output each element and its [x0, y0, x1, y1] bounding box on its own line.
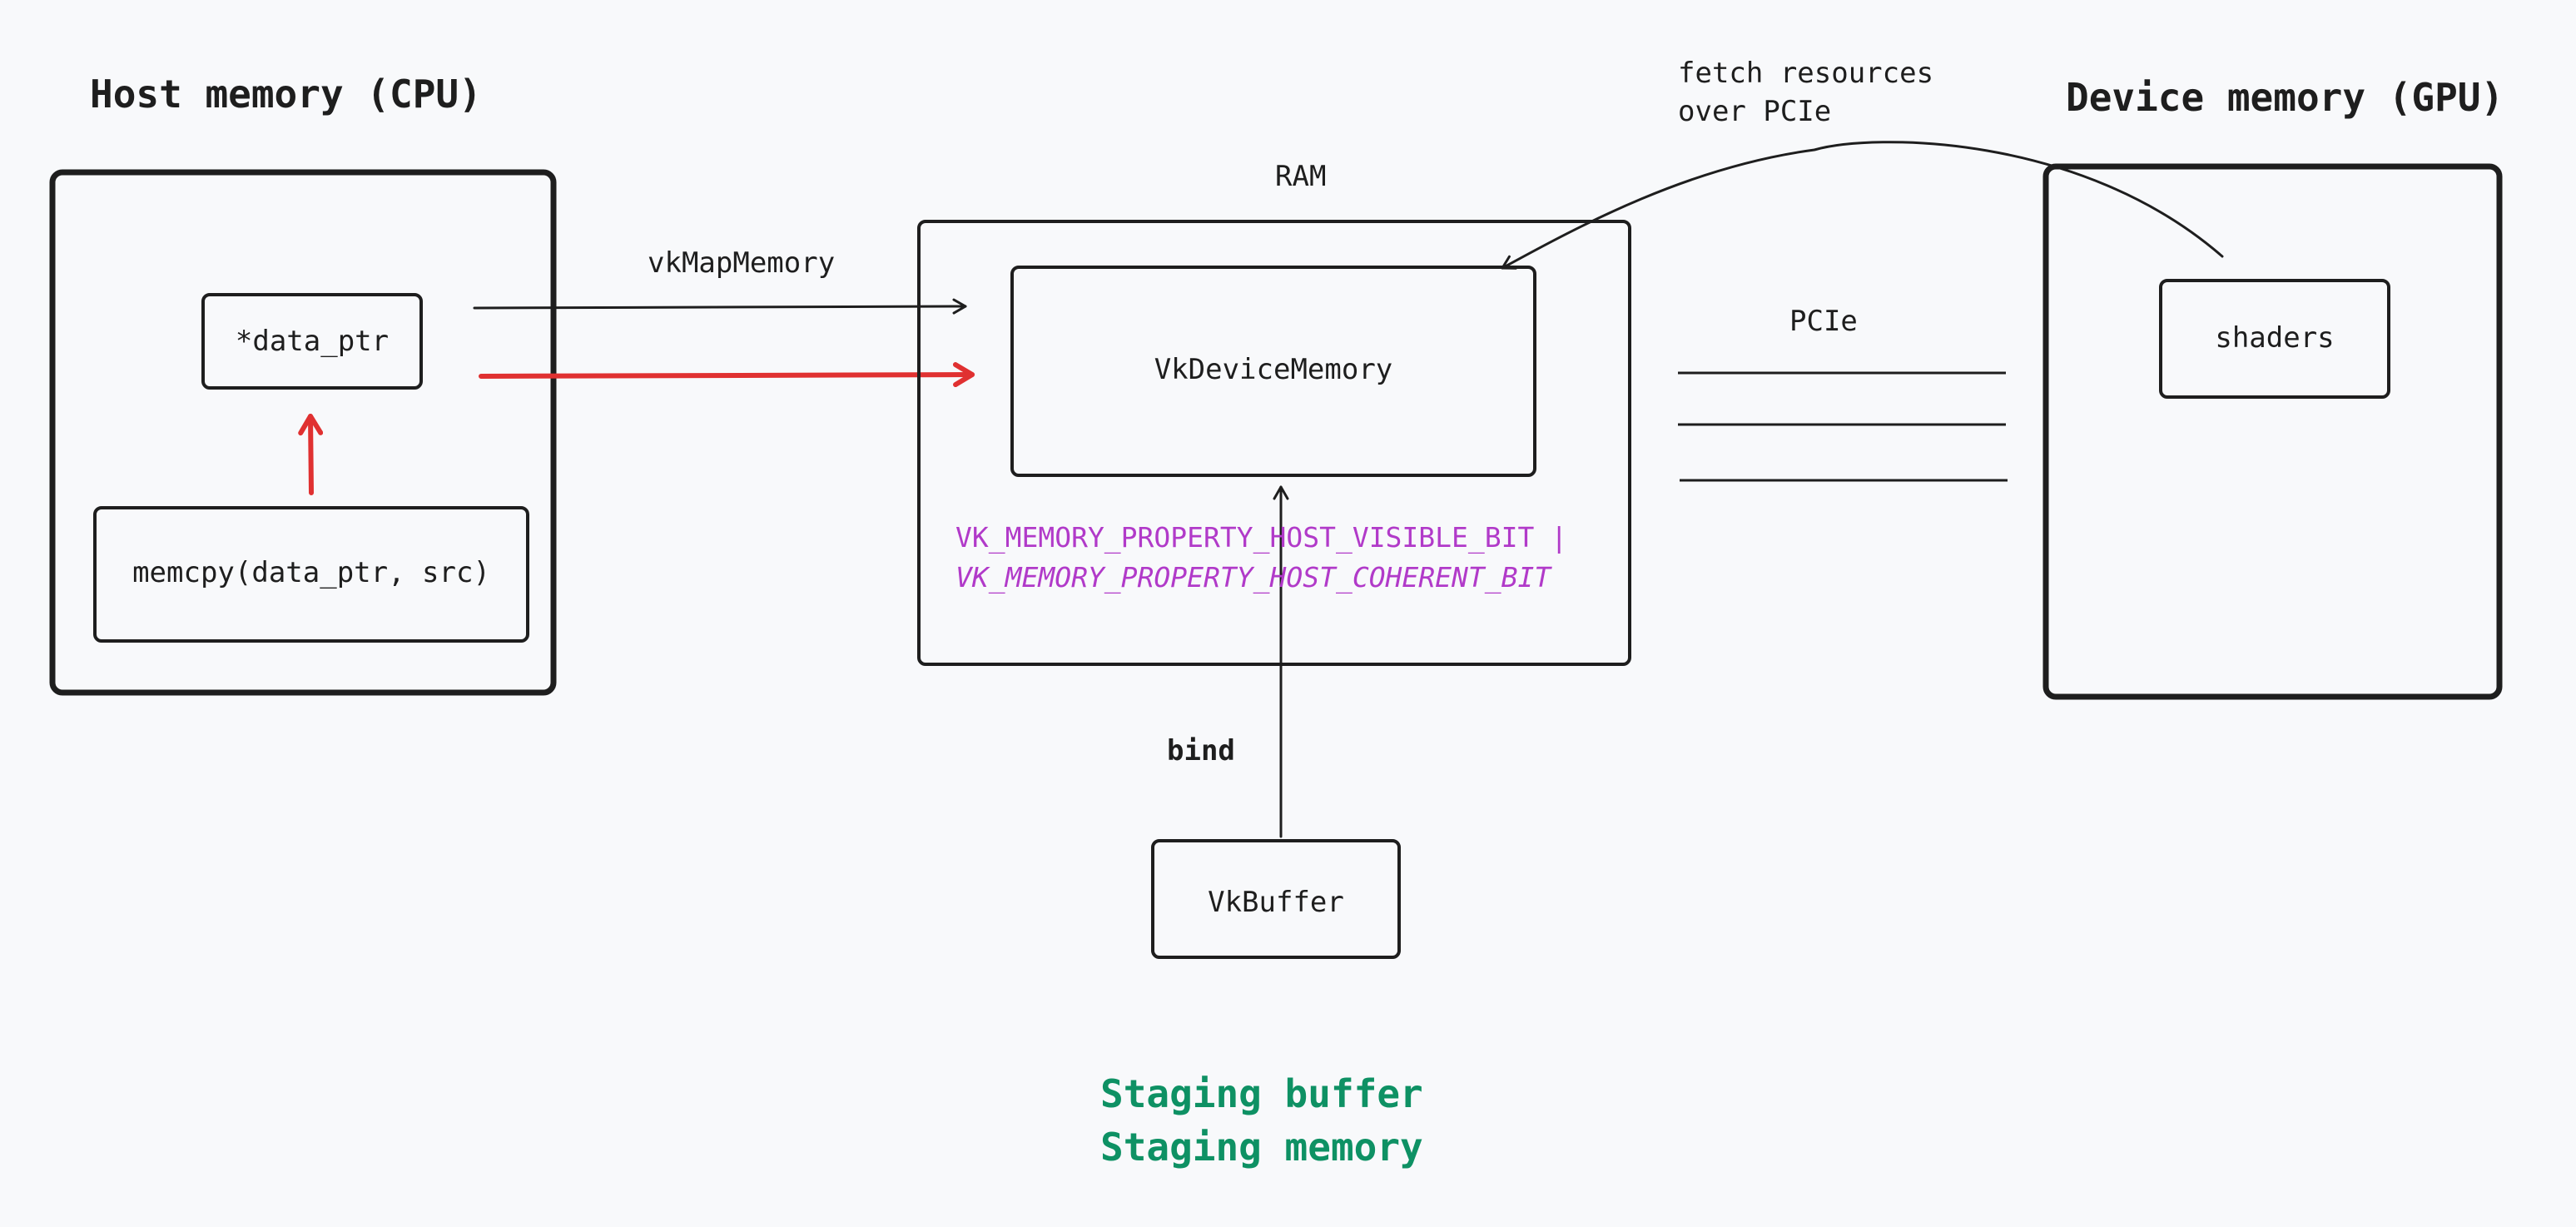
data-ptr-box[interactable] — [201, 293, 423, 390]
device-memory-label: VkDeviceMemory — [1154, 353, 1393, 386]
fetch-label-line-1: fetch resources — [1678, 57, 1934, 90]
memcpy-label: memcpy(data_ptr, src) — [132, 556, 490, 589]
data-ptr-label: *data_ptr — [235, 325, 390, 358]
fetch-resources-arrow — [1501, 141, 2224, 270]
vkbuffer-box[interactable] — [1151, 839, 1401, 959]
map-memory-label: vkMapMemory — [648, 246, 836, 280]
shaders-box[interactable] — [2159, 279, 2390, 399]
host-memory-title: Host memory (CPU) — [90, 72, 482, 117]
memory-flags-line-1: VK_MEMORY_PROPERTY_HOST_VISIBLE_BIT | — [955, 521, 1568, 554]
write-arrow — [479, 362, 975, 388]
fetch-label-line-2: over PCIe — [1678, 95, 1832, 128]
host-memory-container — [49, 169, 557, 696]
memcpy-box[interactable] — [93, 506, 529, 643]
device-memory-box[interactable] — [1010, 266, 1536, 477]
map-memory-arrow — [473, 298, 967, 315]
ram-title: RAM — [1275, 160, 1327, 193]
memcpy-to-dataptr-arrow — [298, 414, 324, 495]
vkbuffer-label: VkBuffer — [1208, 886, 1344, 919]
caption-line-1: Staging buffer — [1100, 1071, 1423, 1116]
caption-line-2: Staging memory — [1100, 1125, 1423, 1170]
ram-container — [917, 220, 1631, 666]
pcie-label: PCIe — [1789, 305, 1858, 338]
device-memory-container — [2042, 163, 2503, 700]
device-memory-title: Device memory (GPU) — [2066, 75, 2504, 120]
shaders-label: shaders — [2215, 321, 2335, 355]
memory-flags-line-2: VK_MEMORY_PROPERTY_HOST_COHERENT_BIT — [955, 561, 1551, 594]
bind-label: bind — [1167, 734, 1235, 767]
